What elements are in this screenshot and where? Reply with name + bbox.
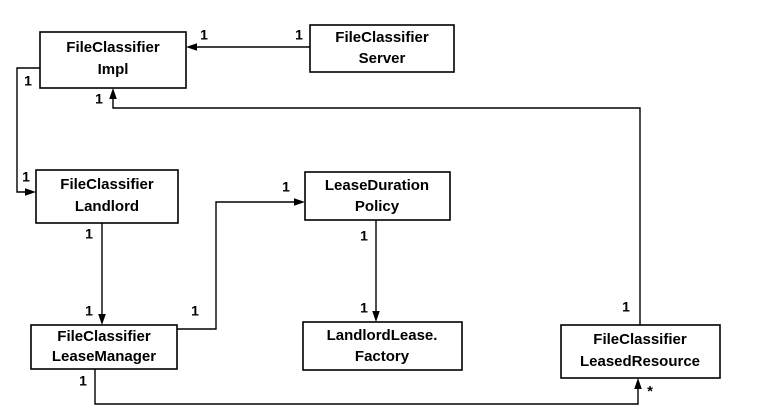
edge-landlord-to-lease-manager-arrowhead xyxy=(98,314,106,325)
node-file-classifier-leased-resource-line1: FileClassifier xyxy=(593,331,687,348)
edge-leased-resource-to-impl-line xyxy=(112,95,641,325)
node-lease-duration-policy-line2: Policy xyxy=(355,198,400,215)
node-lease-duration-policy-line1: LeaseDuration xyxy=(325,177,429,194)
node-file-classifier-server-line2: Server xyxy=(359,50,406,67)
multiplicity-manager-right: 1 xyxy=(191,303,199,319)
node-file-classifier-leased-resource-rect[interactable] xyxy=(560,324,721,379)
node-landlord-lease-factory-line1: LandlordLease. xyxy=(327,327,438,344)
node-file-classifier-lease-manager-line1: FileClassifier xyxy=(57,328,151,345)
node-file-classifier-lease-manager[interactable]: FileClassifier LeaseManager xyxy=(30,324,178,370)
node-lease-duration-policy-rect[interactable] xyxy=(304,171,451,221)
node-landlord-lease-factory[interactable]: LandlordLease. Factory xyxy=(302,321,463,371)
node-file-classifier-landlord-line2: Landlord xyxy=(75,198,139,215)
node-lease-duration-policy[interactable]: LeaseDuration Policy xyxy=(304,171,451,221)
node-landlord-lease-factory-line2: Factory xyxy=(355,348,410,365)
node-file-classifier-impl[interactable]: FileClassifier Impl xyxy=(39,31,187,89)
edge-landlord-to-lease-manager xyxy=(98,223,106,325)
edge-policy-to-factory xyxy=(372,220,380,322)
edge-lease-manager-to-leased-resource-line xyxy=(94,369,639,405)
edge-impl-to-landlord-arrowhead xyxy=(25,188,36,196)
node-file-classifier-landlord[interactable]: FileClassifier Landlord xyxy=(35,169,179,224)
node-file-classifier-lease-manager-rect[interactable] xyxy=(30,324,178,370)
node-file-classifier-leased-resource-line2: LeasedResource xyxy=(580,353,700,370)
edge-leased-resource-to-impl xyxy=(109,88,641,325)
multiplicity-landlord-left: 1 xyxy=(22,169,30,185)
multiplicity-impl-left: 1 xyxy=(24,73,32,89)
multiplicity-factory-top: 1 xyxy=(360,300,368,316)
multiplicity-policy-left: 1 xyxy=(282,179,290,195)
node-file-classifier-landlord-rect[interactable] xyxy=(35,169,179,224)
node-file-classifier-impl-line1: FileClassifier xyxy=(66,39,160,56)
node-file-classifier-impl-rect[interactable] xyxy=(39,31,187,89)
edge-server-to-impl xyxy=(186,43,310,51)
edge-server-to-impl-arrowhead xyxy=(186,43,197,51)
node-file-classifier-server[interactable]: FileClassifier Server xyxy=(309,24,455,73)
edge-lease-manager-to-leased-resource xyxy=(94,369,642,405)
node-file-classifier-impl-line2: Impl xyxy=(98,61,129,78)
multiplicity-manager-bottom: 1 xyxy=(79,373,87,389)
edge-impl-to-landlord-line xyxy=(16,67,40,193)
edge-lease-manager-to-leased-resource-arrowhead xyxy=(634,378,642,389)
multiplicity-impl-right: 1 xyxy=(200,27,208,43)
multiplicity-landlord-bottom: 1 xyxy=(85,226,93,242)
multiplicity-manager-top: 1 xyxy=(85,303,93,319)
multiplicity-leased-resource-bottom-star: * xyxy=(647,383,653,400)
node-file-classifier-landlord-line1: FileClassifier xyxy=(60,176,154,193)
edge-policy-to-factory-arrowhead xyxy=(372,311,380,322)
edge-lease-manager-to-policy-line xyxy=(177,201,298,330)
multiplicity-server-left: 1 xyxy=(295,27,303,43)
multiplicity-impl-bottom: 1 xyxy=(95,91,103,107)
multiplicity-policy-bottom: 1 xyxy=(360,228,368,244)
node-file-classifier-server-rect[interactable] xyxy=(309,24,455,73)
node-file-classifier-leased-resource[interactable]: FileClassifier LeasedResource xyxy=(560,324,721,379)
node-file-classifier-server-line1: FileClassifier xyxy=(335,29,429,46)
edge-impl-to-landlord xyxy=(16,67,40,196)
edge-lease-manager-to-policy xyxy=(177,198,305,330)
node-file-classifier-lease-manager-line2: LeaseManager xyxy=(52,348,156,365)
node-landlord-lease-factory-rect[interactable] xyxy=(302,321,463,371)
edge-leased-resource-to-impl-arrowhead xyxy=(109,88,117,99)
edge-lease-manager-to-policy-arrowhead xyxy=(294,198,305,206)
multiplicity-leased-resource-top: 1 xyxy=(622,299,630,315)
